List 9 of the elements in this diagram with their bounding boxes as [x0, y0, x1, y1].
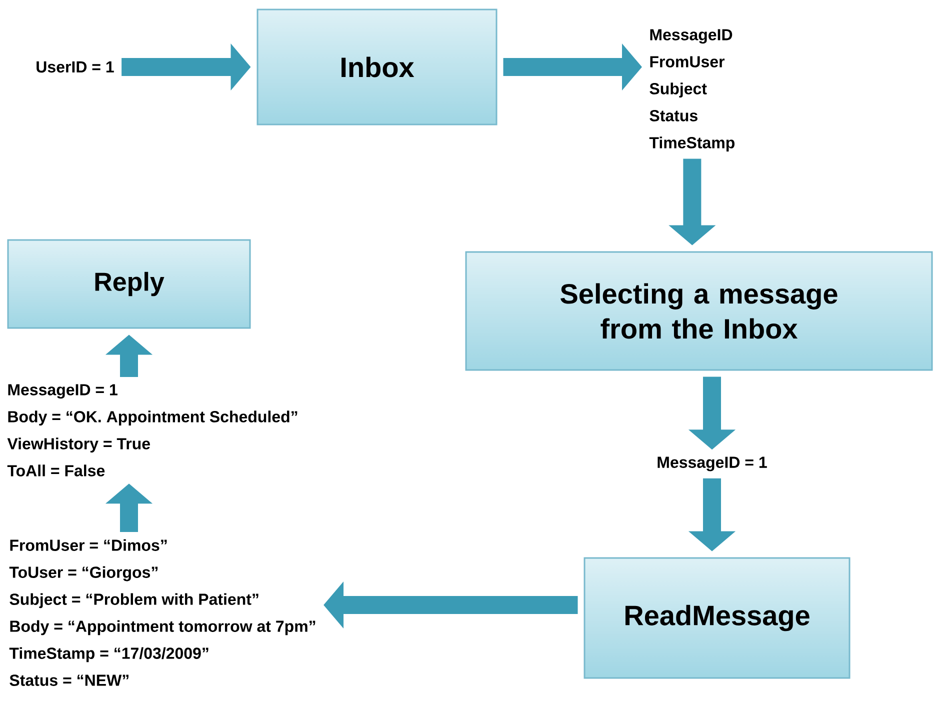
text-label: UserID = 1: [36, 61, 114, 73]
process-box: Inbox: [256, 8, 498, 126]
text-label: MessageID FromUser Subject Status TimeStamp: [649, 29, 734, 152]
process-box: ReadMessage: [584, 557, 850, 679]
process-box: Reply: [7, 239, 251, 329]
text-label: MessageID = 1: [658, 456, 767, 472]
text-label: MessageID = 1 Body = “OK. Appointment Scheduled” ViewHistory = True ToAll = False: [7, 384, 298, 476]
process-box: Selecting a message from the Inbox: [465, 251, 933, 371]
text-label: FromUser = “Dimos” ToUser = “Giorgos” Subject = “Problem with Patient” Body = “Appointment tomorrow at 7pm” TimeStamp = “17/03/2009” Status = “NEW”: [9, 539, 316, 686]
